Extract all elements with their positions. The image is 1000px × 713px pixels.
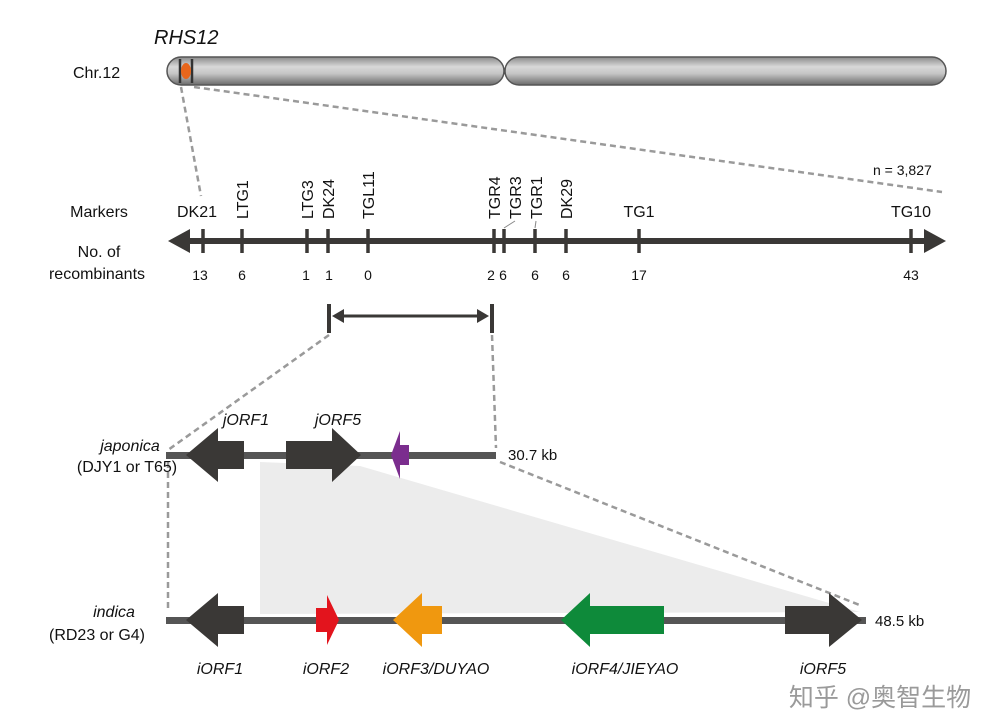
gene-label-iorf3-duyao: iORF3/DUYAO xyxy=(383,661,490,678)
recombinant-count: 0 xyxy=(364,267,372,283)
marker-name: TG1 xyxy=(623,204,654,221)
gene-arrow-indica-4 xyxy=(561,593,664,647)
gene-label-jorf1: jORF1 xyxy=(221,412,269,429)
recombinant-count: 13 xyxy=(192,267,208,283)
recombinant-count: 1 xyxy=(325,267,333,283)
gene-arrow-indica-5 xyxy=(785,593,862,647)
marker-tg10: TG10 43 xyxy=(891,204,931,283)
gene-label-iorf4-jieyao: iORF4/JIEYAO xyxy=(572,661,679,678)
gene-arrow-indica-1 xyxy=(186,593,244,647)
indica-name: indica xyxy=(93,604,135,621)
marker-name: DK21 xyxy=(177,204,217,221)
marker-ltg3: LTG3 1 xyxy=(300,180,317,283)
recombinants-label-1: No. of xyxy=(78,244,121,261)
marker-dk24: DK24 1 xyxy=(321,179,338,283)
japonica-size: 30.7 kb xyxy=(508,447,557,464)
gene-arrow-japonica-2 xyxy=(286,428,361,482)
locus-name: RHS12 xyxy=(154,27,218,49)
marker-tgr1: TGR1 6 xyxy=(529,176,546,283)
recombinant-count: 6 xyxy=(531,267,539,283)
recombinant-count: 6 xyxy=(238,267,246,283)
marker-leader-line xyxy=(503,220,516,229)
marker-name: TGR4 xyxy=(487,176,504,219)
gene-arrow-indica-2 xyxy=(316,595,339,645)
chromosome-label: Chr.12 xyxy=(73,65,120,82)
recombinants-label-2: recombinants xyxy=(49,266,145,283)
marker-dk29: DK29 6 xyxy=(559,179,576,283)
marker-name: TGR3 xyxy=(508,176,525,219)
marker-tg1: TG1 17 xyxy=(623,204,654,283)
recombinant-count: 43 xyxy=(903,267,919,283)
gene-label-iorf1: iORF1 xyxy=(197,661,243,678)
watermark: 知乎 @奥智生物 xyxy=(789,684,971,712)
recombinant-count: 2 xyxy=(487,267,495,283)
recombinant-count: 6 xyxy=(562,267,570,283)
recombinant-count: 1 xyxy=(302,267,310,283)
marker-dk21: DK21 13 xyxy=(177,204,217,283)
marker-name: DK24 xyxy=(321,179,338,219)
gene-arrow-japonica-3 xyxy=(391,431,409,479)
markers-label: Markers xyxy=(70,204,128,221)
marker-tgl11: TGL11 0 xyxy=(361,171,378,283)
gene-arrow-japonica-1 xyxy=(186,428,244,482)
japonica-name: japonica xyxy=(98,438,160,455)
indica-size: 48.5 kb xyxy=(875,613,924,630)
marker-name: TGR1 xyxy=(529,176,546,219)
marker-name: LTG3 xyxy=(300,180,317,219)
locus-highlight xyxy=(181,63,191,79)
japonica-lines: (DJY1 or T65) xyxy=(77,459,177,476)
marker-leader-line xyxy=(534,220,537,229)
candidate-interval xyxy=(327,304,494,333)
zoom-line-interval-right xyxy=(490,334,498,449)
marker-name: DK29 xyxy=(559,179,576,219)
gene-label-jorf5: jORF5 xyxy=(313,412,361,429)
zoom-line-interval-left xyxy=(167,333,330,452)
indica-haplotype xyxy=(166,617,866,624)
recombinant-count: 6 xyxy=(499,267,507,283)
zoom-line-right xyxy=(193,85,943,194)
zoom-line-left xyxy=(179,86,203,197)
marker-name: TG10 xyxy=(891,204,931,221)
marker-tgr3: TGR3 6 xyxy=(499,176,525,283)
alignment-line-right xyxy=(499,460,863,608)
marker-axis xyxy=(168,229,946,253)
population-size: n = 3,827 xyxy=(873,162,932,178)
gene-label-iorf2: iORF2 xyxy=(303,661,349,678)
indica-lines: (RD23 or G4) xyxy=(49,627,145,644)
chromosome-12 xyxy=(166,56,947,86)
marker-ltg1: LTG1 6 xyxy=(235,180,252,283)
gene-arrow-indica-3 xyxy=(393,593,442,647)
recombinant-count: 17 xyxy=(631,267,647,283)
homology-shading xyxy=(260,462,860,614)
marker-name: TGL11 xyxy=(361,171,378,219)
gene-label-iorf5: iORF5 xyxy=(800,661,846,678)
marker-name: LTG1 xyxy=(235,180,252,219)
marker-tgr4: TGR4 2 xyxy=(487,176,504,283)
